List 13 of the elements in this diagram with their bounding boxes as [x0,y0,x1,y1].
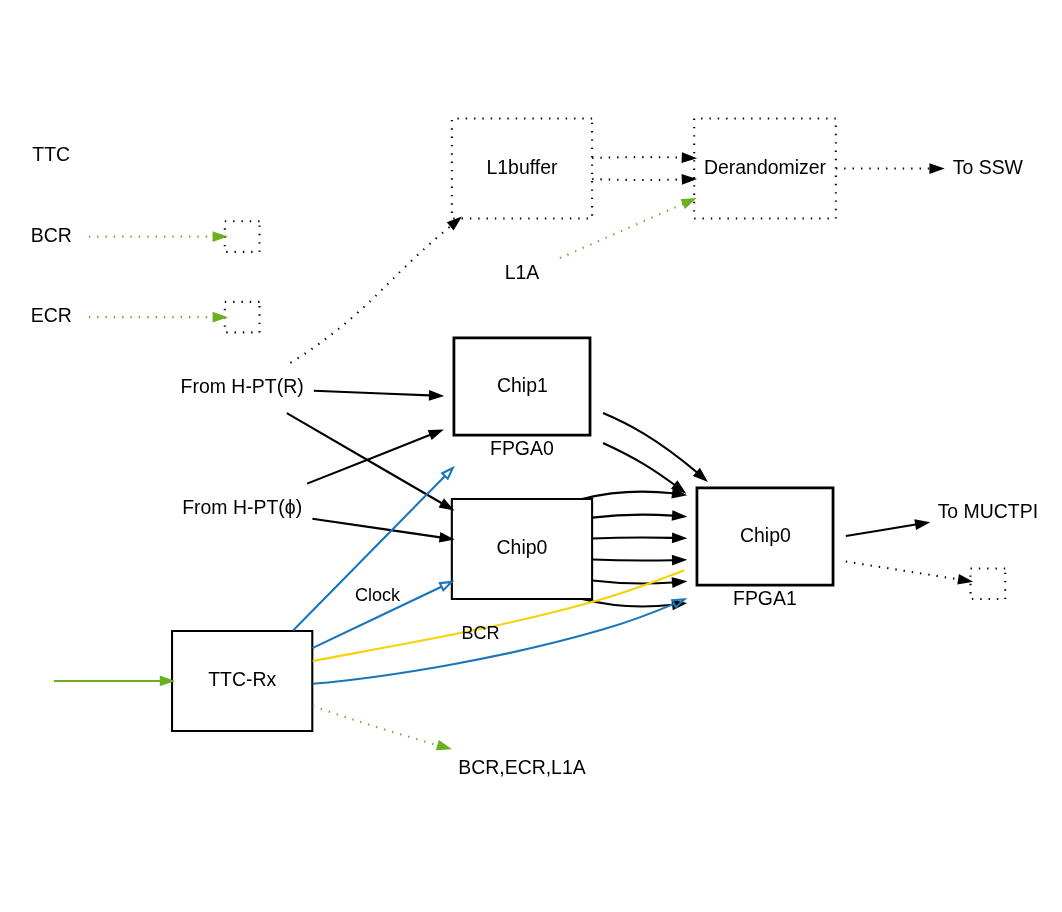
node-text: BCR,ECR,L1A [458,755,586,778]
node-label: FPGA0 [490,436,554,459]
node-label: FPGA1 [733,586,797,609]
node-text: ECR [30,304,72,327]
node-text: From H-PT(ϕ) [182,495,303,518]
edge-label: Clock [354,584,401,605]
edge-label: BCR [461,623,500,644]
node-text: BCR [30,223,72,246]
label: TTC [32,143,71,166]
node-text: To SSW [952,155,1023,178]
node-text: To MUCTPI [937,500,1039,523]
node-text: L1A [504,261,540,284]
node-text: From H-PT(R) [180,375,304,398]
